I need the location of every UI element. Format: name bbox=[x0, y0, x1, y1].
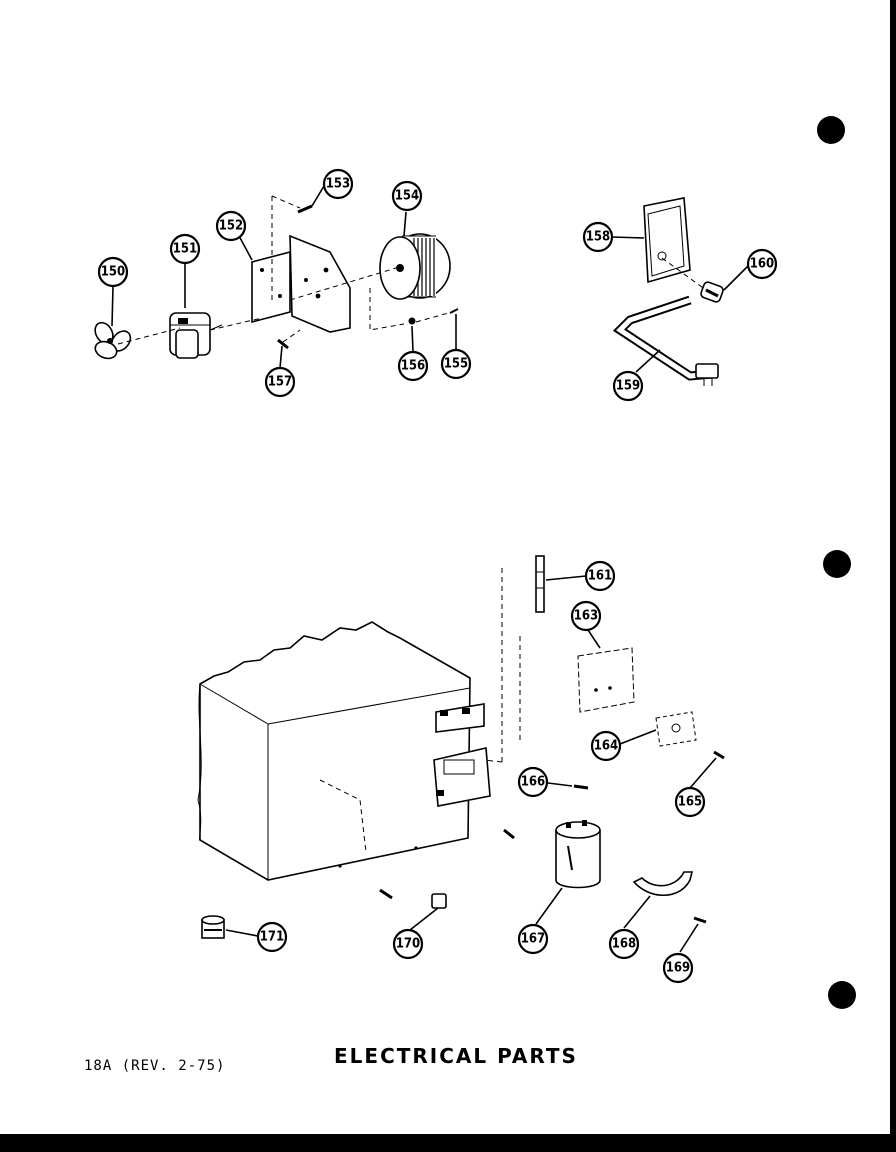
callout-label: 165 bbox=[678, 795, 702, 810]
callout-171: 171 bbox=[256, 921, 288, 953]
callout-167: 167 bbox=[517, 923, 549, 955]
callout-label: 169 bbox=[666, 961, 690, 976]
screw-169 bbox=[693, 916, 707, 924]
callout-153: 153 bbox=[322, 168, 354, 200]
spool-171 bbox=[201, 915, 225, 939]
callout-label: 167 bbox=[521, 932, 545, 947]
capacitor-strap bbox=[632, 871, 694, 896]
callout-169: 169 bbox=[662, 952, 694, 984]
callout-label: 156 bbox=[401, 359, 425, 374]
callout-label: 168 bbox=[612, 937, 636, 952]
callout-label: 153 bbox=[326, 177, 350, 192]
callout-150: 150 bbox=[97, 256, 129, 288]
fan-motor bbox=[169, 312, 223, 359]
callout-160: 160 bbox=[746, 248, 778, 280]
callout-label: 160 bbox=[750, 257, 774, 272]
motor-mount-plate bbox=[289, 234, 351, 333]
callout-label: 152 bbox=[219, 219, 243, 234]
screw-165 bbox=[713, 750, 725, 760]
leader-lines bbox=[111, 185, 749, 953]
punch-hole-middle bbox=[823, 550, 851, 578]
screw-157 bbox=[277, 338, 289, 350]
callout-label: 166 bbox=[521, 775, 545, 790]
callout-170: 170 bbox=[392, 928, 424, 960]
callout-168: 168 bbox=[608, 928, 640, 960]
punch-hole-top bbox=[817, 116, 845, 144]
cabinet bbox=[197, 621, 471, 881]
screw-153 bbox=[297, 204, 313, 214]
callout-label: 163 bbox=[574, 609, 598, 624]
callout-157: 157 bbox=[264, 366, 296, 398]
callout-label: 161 bbox=[588, 569, 612, 584]
callout-label: 158 bbox=[586, 230, 610, 245]
power-cord-conduit bbox=[612, 295, 719, 386]
blower-wheel bbox=[379, 233, 451, 300]
callout-label: 159 bbox=[616, 379, 640, 394]
callout-158: 158 bbox=[582, 221, 614, 253]
callout-label: 171 bbox=[260, 930, 284, 945]
callout-165: 165 bbox=[674, 786, 706, 818]
callout-156: 156 bbox=[397, 350, 429, 382]
callout-label: 155 bbox=[444, 357, 468, 372]
cabinet-control-plate bbox=[433, 747, 491, 807]
switch-164 bbox=[655, 711, 697, 747]
callout-151: 151 bbox=[169, 233, 201, 265]
document-reference: 18A (REV. 2-75) bbox=[84, 1058, 226, 1074]
relay-strip bbox=[535, 555, 545, 613]
callout-155: 155 bbox=[440, 348, 472, 380]
page-title: ELECTRICAL PARTS bbox=[334, 1044, 578, 1068]
punch-hole-bottom bbox=[828, 981, 856, 1009]
callout-label: 151 bbox=[173, 242, 197, 257]
cabinet-terminal-block bbox=[435, 703, 485, 733]
callout-label: 164 bbox=[594, 739, 618, 754]
callout-label: 150 bbox=[101, 265, 125, 280]
clip-170 bbox=[431, 893, 447, 909]
fan-blade bbox=[94, 321, 132, 360]
callout-label: 154 bbox=[395, 189, 419, 204]
callout-163: 163 bbox=[570, 600, 602, 632]
callout-label: 170 bbox=[396, 937, 420, 952]
screw-166 bbox=[573, 784, 589, 790]
callout-161: 161 bbox=[584, 560, 616, 592]
callout-154: 154 bbox=[391, 180, 423, 212]
callout-164: 164 bbox=[590, 730, 622, 762]
callout-152: 152 bbox=[215, 210, 247, 242]
control-panel bbox=[643, 197, 691, 284]
screw-cabinet bbox=[379, 828, 515, 900]
callout-label: 157 bbox=[268, 375, 292, 390]
callout-166: 166 bbox=[517, 766, 549, 798]
motor-bracket bbox=[251, 250, 291, 324]
knob bbox=[700, 281, 724, 303]
nut-156 bbox=[408, 317, 416, 325]
callout-159: 159 bbox=[612, 370, 644, 402]
mounting-bracket-163 bbox=[577, 647, 635, 713]
capacitor bbox=[555, 820, 601, 889]
